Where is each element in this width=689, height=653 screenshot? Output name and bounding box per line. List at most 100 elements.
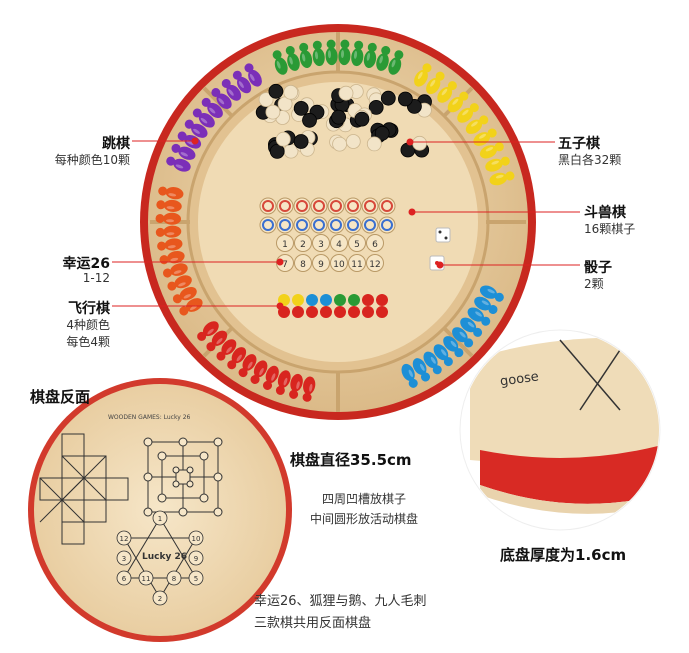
pawn — [437, 81, 457, 103]
pawn — [184, 119, 208, 138]
pawn — [433, 344, 453, 367]
number-tile-label: 7 — [282, 260, 288, 270]
gomoku-stone — [331, 109, 347, 125]
number-tile — [312, 234, 330, 252]
gomoku-stone — [368, 100, 384, 115]
pawn — [167, 275, 192, 291]
shared-label-2: 三款棋共用反面棋盘 — [254, 616, 372, 631]
pawn — [211, 88, 232, 109]
pawn — [457, 103, 479, 123]
pawn — [443, 336, 464, 358]
pawn — [272, 50, 288, 75]
star-node — [116, 570, 132, 586]
feixing-title: 飞行棋 — [68, 301, 110, 317]
flight-piece — [292, 294, 304, 306]
pawn — [485, 156, 510, 172]
pawn — [467, 307, 491, 326]
star-node-label: 9 — [194, 555, 198, 563]
number-tile-label: 4 — [336, 240, 342, 250]
wuziqi-title: 五子棋 — [558, 136, 600, 152]
number-tile-label: 5 — [354, 240, 360, 250]
flight-piece — [292, 306, 304, 318]
flight-piece — [320, 306, 332, 318]
pawn — [376, 46, 391, 71]
gomoku-stone — [354, 111, 370, 127]
number-tile — [294, 234, 312, 252]
pawn — [275, 370, 291, 395]
star-node — [116, 550, 132, 566]
number-tile — [348, 254, 366, 272]
pawn — [388, 50, 404, 75]
gomoku-stone — [345, 134, 361, 149]
pawn-pieces — [155, 39, 515, 402]
pawn — [262, 365, 279, 390]
number-tile — [348, 234, 366, 252]
flight-piece — [278, 294, 290, 306]
star-node — [138, 570, 154, 586]
number-tile — [312, 254, 330, 272]
dice — [429, 227, 451, 271]
pawn — [172, 286, 197, 304]
number-tile-label: 8 — [300, 260, 306, 270]
star-node-label: 6 — [122, 575, 127, 583]
flight-piece — [278, 306, 290, 318]
star-node — [116, 530, 132, 546]
fanmian-title: 棋盘反面 — [30, 388, 91, 406]
star-node-label: 1 — [158, 515, 162, 523]
pawn — [479, 285, 504, 302]
number-tile-label: 3 — [318, 240, 324, 250]
pawn — [221, 78, 242, 101]
shared-label-1: 幸运26、狐狸与鹅、九人毛刺 — [254, 594, 427, 609]
diameter-label: 棋盘直径35.5cm — [290, 451, 412, 469]
star-node — [188, 530, 204, 546]
pawn — [465, 115, 489, 134]
gomoku-stone — [283, 84, 299, 100]
gomoku-stone — [302, 112, 317, 128]
gomoku-stones — [255, 83, 432, 159]
pawn — [159, 250, 185, 265]
pawn — [289, 373, 303, 399]
gomoku-stone — [412, 135, 428, 151]
number-tile — [366, 254, 384, 272]
gomoku-stone — [366, 136, 382, 152]
number-tile-label: 9 — [318, 260, 324, 270]
star-node-label: 2 — [158, 595, 162, 603]
board-back-caption: WOODEN GAMES: Lucky 26 — [108, 414, 191, 421]
gomoku-stone — [397, 91, 413, 107]
pawn — [312, 40, 325, 67]
touzi-sub: 2颗 — [584, 277, 604, 291]
pawn — [155, 212, 182, 225]
groove-label-1: 四周凹槽放棋子 — [322, 492, 407, 506]
pawn — [401, 363, 418, 388]
gomoku-stone — [380, 90, 396, 106]
gomoku-stone — [269, 143, 285, 159]
gomoku-stone — [332, 136, 348, 152]
gomoku-stone — [268, 83, 284, 99]
groove-label-2: 中间圆形放活动棋盘 — [310, 512, 419, 526]
star-node-label: 11 — [142, 575, 151, 583]
gomoku-stone — [293, 101, 309, 116]
number-tile-label: 2 — [300, 240, 306, 250]
number-tile-label: 6 — [372, 240, 378, 250]
star-node-label: 8 — [172, 575, 176, 583]
gomoku-stone — [265, 104, 281, 120]
pawn — [244, 63, 262, 87]
flight-piece — [362, 294, 374, 306]
doushou-title: 斗兽棋 — [584, 205, 626, 221]
pawn — [156, 199, 182, 212]
pawn — [479, 142, 504, 159]
xingyun-sub: 1-12 — [82, 271, 110, 285]
number-tile — [366, 234, 384, 252]
flight-piece — [376, 294, 388, 306]
pawn — [299, 42, 313, 69]
pawn — [201, 97, 223, 118]
pawn — [155, 225, 182, 238]
pawn — [192, 108, 215, 128]
flight-piece — [306, 306, 318, 318]
pawn — [179, 298, 203, 316]
pawn — [414, 63, 432, 87]
star-node-label: 10 — [192, 535, 201, 543]
pawn — [412, 358, 431, 382]
gomoku-stone — [258, 92, 274, 107]
